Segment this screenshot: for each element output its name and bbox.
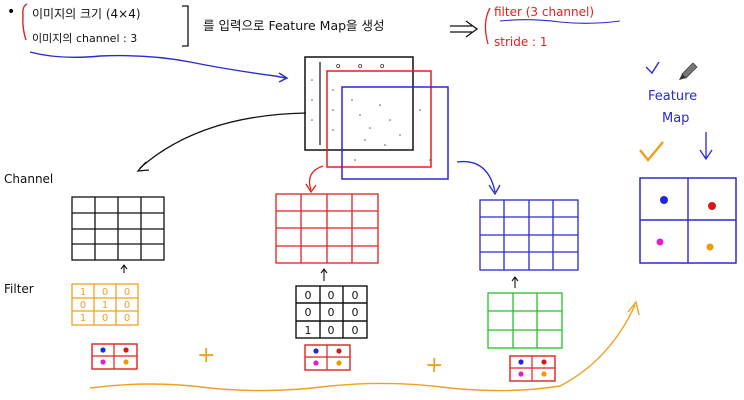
channel-grid-black <box>71 196 165 261</box>
label-channel: Channel <box>4 172 53 186</box>
svg-text:o: o <box>380 62 384 70</box>
filter-black-cell: 0 <box>352 324 359 337</box>
right-bracket <box>182 5 189 47</box>
check-mark-orange <box>639 141 664 162</box>
filter-black-cell: 0 <box>352 289 359 302</box>
filter-orange-cell: 0 <box>124 287 130 298</box>
header-middle: 를 입력으로 Feature Map을 생성 <box>203 18 385 33</box>
header-line1: 이미지의 크기 (4×4) <box>32 7 141 21</box>
pen-icon <box>679 62 698 80</box>
blue-underline-arrow <box>29 51 287 79</box>
filter-black-cell: 0 <box>328 324 335 337</box>
mini-result-middle <box>304 344 351 371</box>
feature-map-grid <box>639 177 737 264</box>
feature-dot-red <box>708 202 716 210</box>
filter-orange: 1 0 0 0 1 0 1 0 0 <box>71 283 139 326</box>
arrow-to-black-channel <box>139 112 307 169</box>
left-bracket <box>22 3 28 41</box>
input-dots <box>311 79 431 161</box>
filter-black-cell: 0 <box>328 289 335 302</box>
svg-text:o: o <box>336 62 340 70</box>
arrow-to-blue-channel <box>456 160 496 193</box>
channel-grid-red <box>275 193 379 264</box>
filter-black: 0 0 0 0 0 0 1 0 0 <box>295 285 368 339</box>
filter-text: filter (3 channel) <box>494 5 594 19</box>
label-filter: Filter <box>4 282 34 296</box>
label-feature: Feature <box>648 89 697 104</box>
bullet: • <box>7 4 15 20</box>
sum-arrow-line <box>89 304 636 392</box>
channel-grid-blue <box>479 199 579 271</box>
filter-orange-cell: 0 <box>102 313 108 324</box>
arrow-to-red-channel <box>308 165 324 191</box>
plus-sign-1: + <box>197 343 215 368</box>
input-channel-red <box>326 70 432 168</box>
filter-green <box>487 292 563 349</box>
sum-arrowhead <box>627 300 640 316</box>
filter-orange-cell: 0 <box>124 300 130 311</box>
filter-orange-cell: 0 <box>102 287 108 298</box>
mini-result-right <box>509 355 556 382</box>
arrow-head-blue <box>488 184 501 196</box>
filter-black-cell: 1 <box>305 324 312 337</box>
feature-dot-blue <box>660 196 668 204</box>
filter-orange-cell: 1 <box>80 313 86 324</box>
plus-sign-2: + <box>425 353 443 378</box>
feature-dot-magenta <box>656 238 664 246</box>
filter-underline <box>499 19 621 24</box>
filter-black-cell: 0 <box>305 306 312 319</box>
filter-orange-cell: 1 <box>80 287 86 298</box>
check-mark-blue <box>645 61 660 75</box>
arrow-down-feature <box>699 132 713 161</box>
filter-orange-cell: 0 <box>80 300 86 311</box>
filter-orange-cell: 0 <box>124 313 130 324</box>
double-arrow <box>450 20 479 38</box>
arrow-head-red <box>305 183 317 194</box>
filter-black-cell: 0 <box>352 306 359 319</box>
filter-black-cell: 0 <box>305 289 312 302</box>
mini-result-left <box>91 343 138 370</box>
label-map: Map <box>662 111 689 126</box>
filter-orange-cell: 1 <box>102 300 108 311</box>
filter-bracket <box>484 7 491 45</box>
blue-underline-arrowhead <box>278 72 289 83</box>
up-arrows <box>120 264 519 288</box>
arrow-head-black <box>136 161 150 172</box>
svg-text:o: o <box>358 62 362 70</box>
input-channel-blue <box>341 86 449 180</box>
filter-black-cell: 0 <box>328 306 335 319</box>
feature-dot-orange <box>706 243 714 251</box>
header-line2: 이미지의 channel : 3 <box>32 32 137 45</box>
stride-text: stride : 1 <box>494 35 548 49</box>
